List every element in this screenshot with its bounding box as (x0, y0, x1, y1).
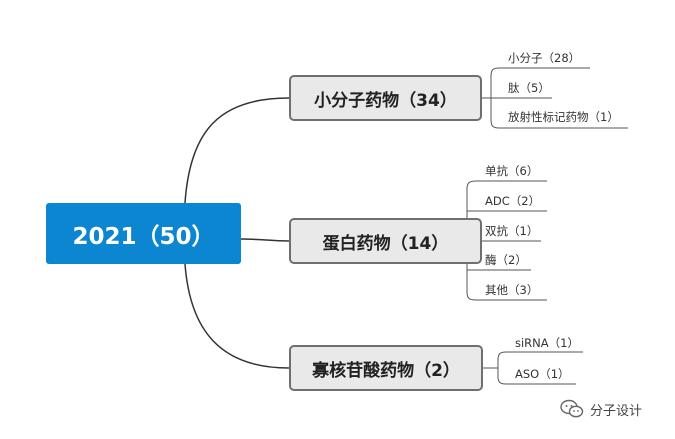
watermark-text: 分子设计 (590, 403, 643, 419)
leaf-adc: ADC（2） (485, 194, 541, 208)
category-small-molecule: 小分子药物（34） (289, 75, 482, 121)
category-oligonucleotide: 寡核苷酸药物（2） (289, 345, 483, 391)
leaf-sirna: siRNA（1） (515, 336, 579, 350)
connector-root-oligo (184, 263, 290, 369)
root-node: 2021（50） (46, 203, 241, 264)
root-label: 2021（50） (72, 223, 215, 250)
bracket-oligo (497, 351, 507, 385)
leaf-radiolabeled: 放射性标记药物（1） (508, 110, 619, 124)
leaf-small-molecule: 小分子（28） (508, 51, 581, 65)
category-label: 小分子药物（34） (314, 90, 457, 111)
category-label: 寡核苷酸药物（2） (312, 360, 460, 381)
leaf-mab: 单抗（6） (485, 164, 539, 178)
leaf-other: 其他（3） (485, 283, 539, 297)
leaf-peptide: 肽（5） (508, 81, 550, 95)
wechat-icon (560, 399, 584, 418)
watermark: 分子设计 (560, 397, 642, 421)
connector-root-protein (240, 238, 290, 242)
category-label: 蛋白药物（14） (322, 233, 449, 254)
leaf-aso: ASO（1） (515, 367, 570, 381)
leaf-enzyme: 酶（2） (485, 253, 527, 267)
connector-root-small-molecule (184, 97, 290, 204)
category-protein: 蛋白药物（14） (289, 218, 482, 264)
leaf-bispecific: 双抗（1） (485, 224, 539, 238)
